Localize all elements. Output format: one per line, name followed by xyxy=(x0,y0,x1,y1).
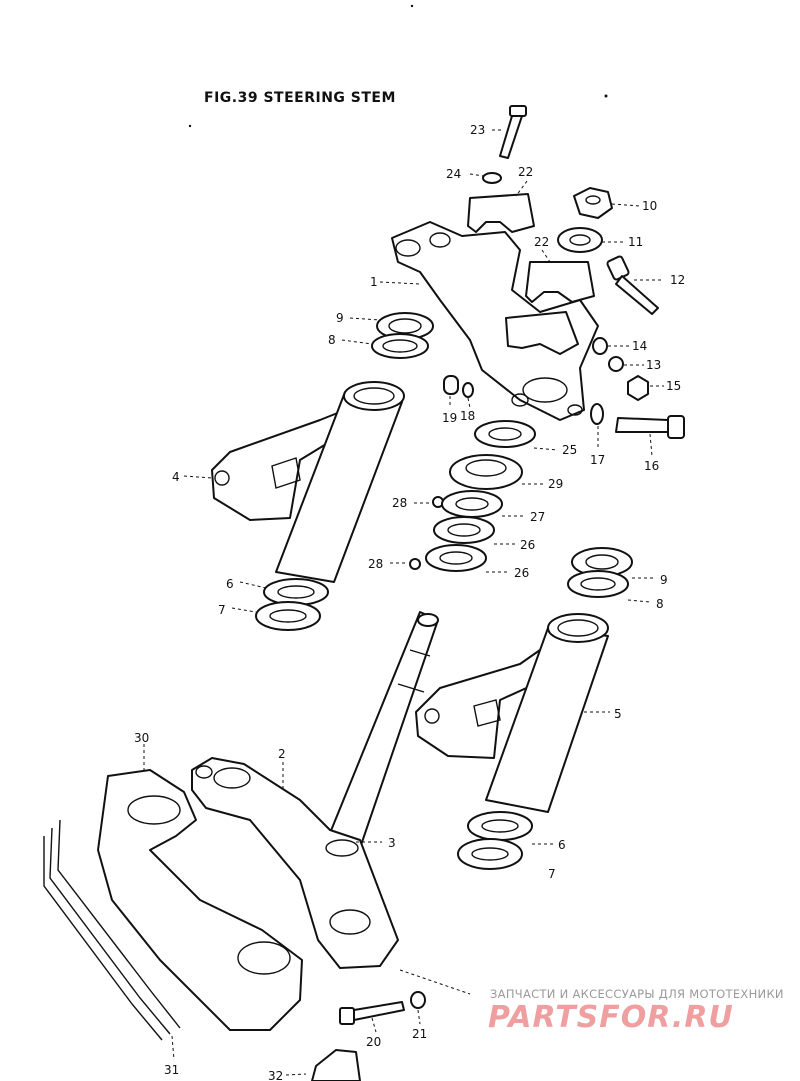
callout-27: 27 xyxy=(530,510,545,524)
callout-4: 4 xyxy=(172,470,180,484)
callout-25: 25 xyxy=(562,443,577,457)
callout-9-upper: 9 xyxy=(336,311,344,325)
callout-2: 2 xyxy=(278,747,286,761)
clamp-cap-22-right xyxy=(525,261,595,303)
callout-15: 15 xyxy=(666,379,681,393)
bolt-16 xyxy=(615,415,685,439)
race-7-right xyxy=(457,838,523,870)
nut-10 xyxy=(573,187,613,219)
leader-lines xyxy=(143,129,664,1076)
callout-20: 20 xyxy=(366,1035,381,1049)
washer-17 xyxy=(590,403,604,425)
race-27 xyxy=(441,490,503,518)
callout-13: 13 xyxy=(646,358,661,372)
bolt-23 xyxy=(499,105,527,159)
callout-24: 24 xyxy=(446,167,461,181)
scan-specks xyxy=(188,4,608,128)
washer-11 xyxy=(557,227,603,253)
clamp-cap-22-top xyxy=(467,193,535,233)
bolt-20 xyxy=(339,1001,405,1025)
seal-9-upper xyxy=(376,312,434,340)
callout-30: 30 xyxy=(134,731,149,745)
callout-19: 19 xyxy=(442,411,457,425)
callout-28-b: 28 xyxy=(368,557,383,571)
ball-28-b xyxy=(409,558,421,570)
callout-32: 32 xyxy=(268,1069,283,1081)
plates-part-31 xyxy=(43,819,181,1041)
callout-14: 14 xyxy=(632,339,647,353)
seal-6-right xyxy=(467,811,533,841)
fork-holder-part-5 xyxy=(415,613,609,813)
nut-13 xyxy=(608,356,624,372)
callout-12: 12 xyxy=(670,273,685,287)
cover-part-30 xyxy=(97,769,303,1031)
callout-5: 5 xyxy=(614,707,622,721)
bearing-8-upper xyxy=(371,333,429,359)
race-7-left xyxy=(255,601,321,631)
callout-10: 10 xyxy=(642,199,657,213)
seal-6-left xyxy=(263,578,329,606)
washer-18 xyxy=(462,382,474,398)
callout-26-a: 26 xyxy=(520,538,535,552)
callout-17: 17 xyxy=(590,453,605,467)
washer-21 xyxy=(410,991,426,1009)
callout-3: 3 xyxy=(388,836,396,850)
bolt-12 xyxy=(606,255,659,315)
callout-23: 23 xyxy=(470,123,485,137)
callout-21: 21 xyxy=(412,1027,427,1041)
callout-7-right: 7 xyxy=(548,867,556,881)
cap-part-32 xyxy=(311,1049,361,1081)
callout-18: 18 xyxy=(460,409,475,423)
bearing-26-a xyxy=(433,516,495,544)
callout-1: 1 xyxy=(370,275,378,289)
callout-22-top: 22 xyxy=(518,165,533,179)
figure-title: FIG.39 STEERING STEM xyxy=(204,90,396,106)
nut-15 xyxy=(627,375,649,401)
lower-bracket-part-2 xyxy=(191,757,399,969)
washer-14 xyxy=(592,337,608,355)
upper-bracket-part-1 xyxy=(391,221,599,421)
callout-31: 31 xyxy=(164,1063,179,1077)
watermark-brand-logo[interactable]: PARTSFOR.RU xyxy=(488,1000,734,1035)
callout-22-right: 22 xyxy=(534,235,549,249)
stack-25 xyxy=(474,420,536,448)
callout-numbers: 23 24 22 10 11 22 12 1 9 8 14 13 15 19 1… xyxy=(134,123,685,1081)
seal-29 xyxy=(449,454,523,490)
clamp-cap-lower xyxy=(505,311,579,355)
callout-16: 16 xyxy=(644,459,659,473)
bearing-8-right xyxy=(567,570,629,598)
callout-6-left: 6 xyxy=(226,577,234,591)
fork-holder-part-4 xyxy=(211,381,405,583)
callout-26-b: 26 xyxy=(514,566,529,580)
bearing-26-b xyxy=(425,544,487,572)
callout-8-upper: 8 xyxy=(328,333,336,347)
callout-8-right: 8 xyxy=(656,597,664,611)
callout-6-right: 6 xyxy=(558,838,566,852)
callout-7-left: 7 xyxy=(218,603,226,617)
callout-9-right: 9 xyxy=(660,573,668,587)
washer-24 xyxy=(482,172,502,184)
watermark-tagline: ЗАПЧАСТИ И АКСЕССУАРЫ ДЛЯ МОТОТЕХНИКИ xyxy=(490,987,784,1001)
callout-11: 11 xyxy=(628,235,643,249)
callout-28-a: 28 xyxy=(392,496,407,510)
callout-29: 29 xyxy=(548,477,563,491)
nut-19 xyxy=(443,375,459,395)
